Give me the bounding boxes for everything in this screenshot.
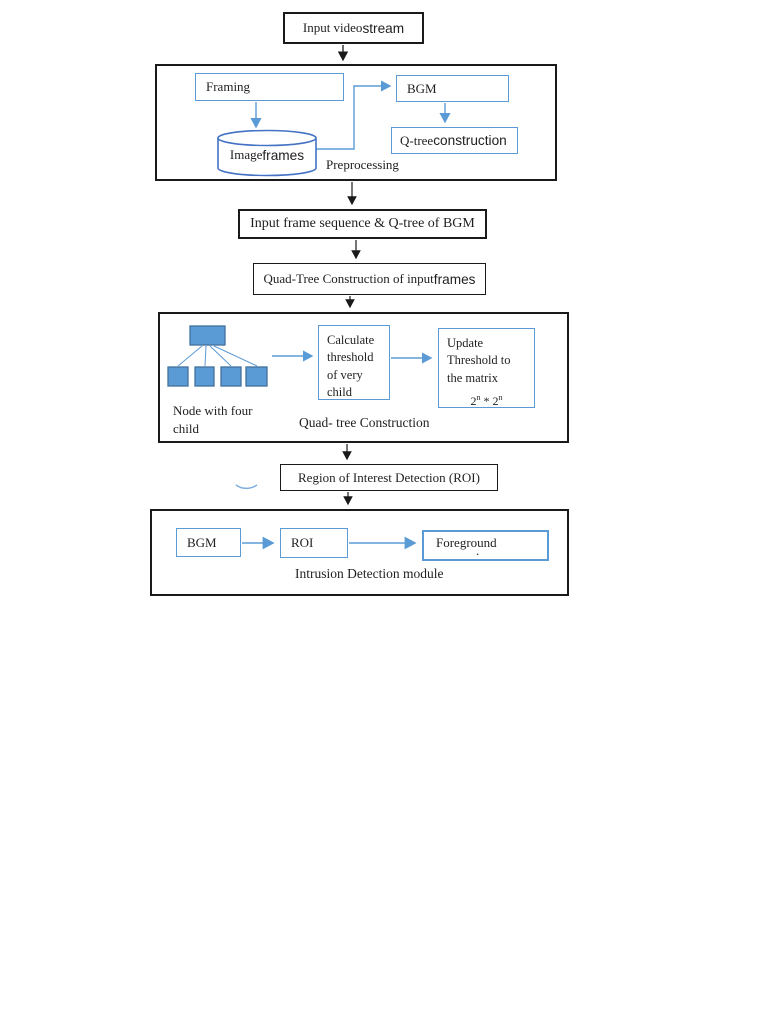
expr-operator: * — [480, 393, 493, 408]
calculate-line1: Calculate — [327, 333, 375, 347]
update-line3: the matrix — [447, 370, 499, 385]
box-foreground: Foreground . — [422, 530, 549, 561]
quadtree-module-frame — [158, 312, 569, 443]
bgm-label: BGM — [407, 80, 437, 96]
quadtree-module-caption: Quad- tree Construction — [299, 415, 430, 430]
box-qtree-construction: Q-tree construction — [391, 127, 518, 154]
preprocessing-caption: Preprocessing — [326, 157, 399, 172]
box-input-video-stream: Input video stream — [283, 12, 424, 44]
expr-sup2: n — [498, 392, 503, 402]
image-frames-label-group: Image frames — [220, 145, 314, 165]
matrix-size-expression: 2n * 2n — [447, 392, 526, 410]
tree-node-caption: Node with four child — [173, 402, 293, 437]
intrusion-module-frame — [150, 509, 569, 596]
tree-parent-node — [189, 325, 226, 346]
image-frames-label-serif: Image — [229, 147, 263, 162]
expr-base2: 2 — [492, 393, 499, 408]
tree-child-node-2 — [194, 366, 215, 387]
calculate-threshold-text: Calculate threshold of very child — [319, 326, 382, 407]
tree-child-node-4 — [245, 366, 268, 387]
update-line2: Threshold to — [447, 353, 511, 368]
calculate-line4: child — [327, 384, 352, 399]
tree-edge-2 — [204, 345, 207, 367]
box-bgm-intrusion: BGM — [176, 528, 241, 557]
expr-base1: 2 — [470, 393, 477, 408]
preprocessing-module-frame — [155, 64, 557, 181]
intrusion-module-caption: Intrusion Detection module — [295, 566, 444, 581]
quadtree-of-input-label-sans: frames — [433, 271, 476, 287]
connector-frames-to-bgm — [316, 80, 392, 150]
box-roi-detection: Region of Interest Detection (ROI) — [280, 464, 498, 491]
tree-node-caption-line1: Node with four — [173, 403, 253, 418]
calculate-line2: threshold — [327, 350, 374, 365]
foreground-dot: . — [476, 543, 480, 558]
box-update-threshold: Update Threshold to the matrix 2n * 2n — [438, 328, 535, 408]
tree-edge-3 — [209, 345, 232, 367]
quadtree-of-input-label-serif: Quad-Tree Construction of input — [263, 271, 434, 286]
update-threshold-text: Update Threshold to the matrix 2n * 2n — [439, 329, 534, 415]
input-video-label-sans: stream — [362, 20, 405, 36]
box-roi-intrusion: ROI — [280, 528, 348, 558]
cylinder-top — [217, 129, 317, 147]
tree-edge-1 — [177, 345, 203, 367]
box-input-frame-sequence: Input frame sequence & Q-tree of BGM — [238, 209, 487, 239]
update-line1: Update — [447, 336, 484, 350]
input-video-label-serif: Input video — [302, 20, 363, 35]
tree-edge-4 — [213, 345, 258, 367]
qtree-construction-label-serif: Q-tree — [400, 132, 434, 148]
image-frames-label-sans: frames — [262, 147, 305, 163]
expr-sup1: n — [476, 392, 481, 402]
calculate-line3: of very — [327, 367, 363, 382]
box-framing: Framing — [195, 73, 344, 101]
tree-child-node-1 — [167, 366, 189, 387]
framing-label: Framing — [206, 79, 251, 94]
foreground-label: Foreground — [436, 535, 497, 550]
box-quadtree-of-input: Quad-Tree Construction of input frames — [253, 263, 486, 295]
qtree-construction-label-sans: construction — [433, 133, 507, 148]
box-bgm: BGM — [396, 75, 509, 102]
box-calculate-threshold: Calculate threshold of very child — [318, 325, 390, 400]
tree-node-caption-line2: child — [173, 420, 199, 436]
squiggle-mark — [235, 484, 258, 490]
cylinder-body — [217, 138, 317, 177]
tree-child-node-3 — [220, 366, 242, 387]
